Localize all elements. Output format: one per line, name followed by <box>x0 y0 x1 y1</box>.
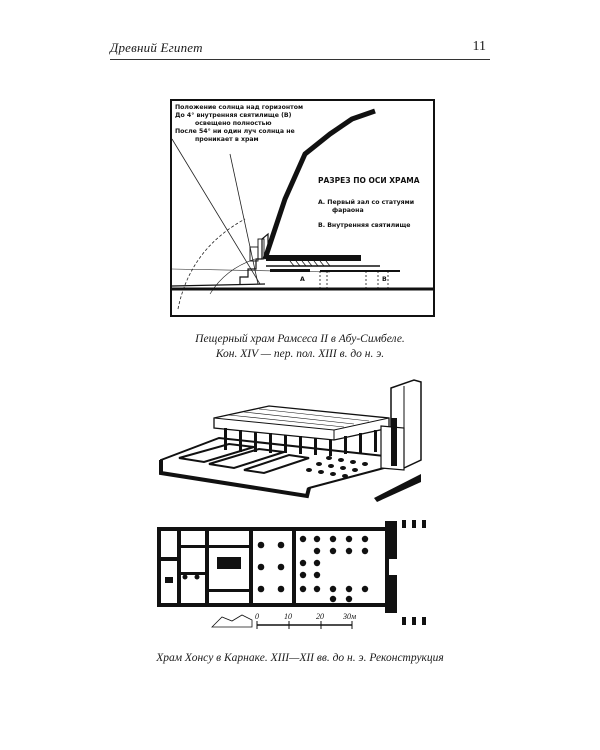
header-rule <box>110 59 490 60</box>
caption-1-line-1: Пещерный храм Рамсеса II в Абу-Симбеле. <box>195 333 405 345</box>
figure-caption-2: Храм Хонсу в Карнаке. XIII—XII вв. до н.… <box>156 652 444 664</box>
annotation-line-5: проникает в храм <box>195 136 259 143</box>
abu-simbel-section-drawing: Положение солнца над горизонтом До 4° вн… <box>170 99 435 317</box>
scale-tick-20: 20 <box>316 612 324 621</box>
annotation-line-3: освещено полностью <box>195 120 272 127</box>
scale-tick-30m: 30м <box>342 612 356 621</box>
annotation-line-4: После 54° ни один луч солнца не <box>175 127 295 135</box>
scale-tick-10: 10 <box>284 612 292 621</box>
khonsu-axonometric-drawing <box>159 379 422 502</box>
legend-item-a-line-2: фараона <box>332 206 364 214</box>
abu-simbel-section-figure: Положение солнца над горизонтом До 4° вн… <box>170 99 435 317</box>
running-head: Древний Египет 11 <box>110 38 488 60</box>
caption-1-line-2: Кон. XIV — пер. пол. XIII в. до н. э. <box>215 348 385 360</box>
legend-item-a-line-1: А. Первый зал со статуями <box>318 198 414 206</box>
khonsu-axonometric-figure <box>159 378 431 502</box>
book-title: Древний Египет <box>110 40 203 55</box>
section-label-a: А <box>300 276 305 283</box>
legend-title: РАЗРЕЗ ПО ОСИ ХРАМА <box>318 176 420 185</box>
annotation-line-1: Положение солнца над горизонтом <box>175 104 303 111</box>
khonsu-plan-drawing: 0 10 20 30м <box>157 520 426 629</box>
section-label-b: В <box>382 276 387 283</box>
annotation-line-2: До 4° внутренняя святилище (В) <box>175 111 292 119</box>
scale-tick-0: 0 <box>255 612 259 621</box>
khonsu-plan-figure: 0 10 20 30м <box>157 517 432 637</box>
legend-item-b: В. Внутренняя святилище <box>318 222 411 229</box>
figure-caption-1: Пещерный храм Рамсеса II в Абу-Симбеле. … <box>150 332 450 362</box>
page-number: 11 <box>472 39 486 54</box>
